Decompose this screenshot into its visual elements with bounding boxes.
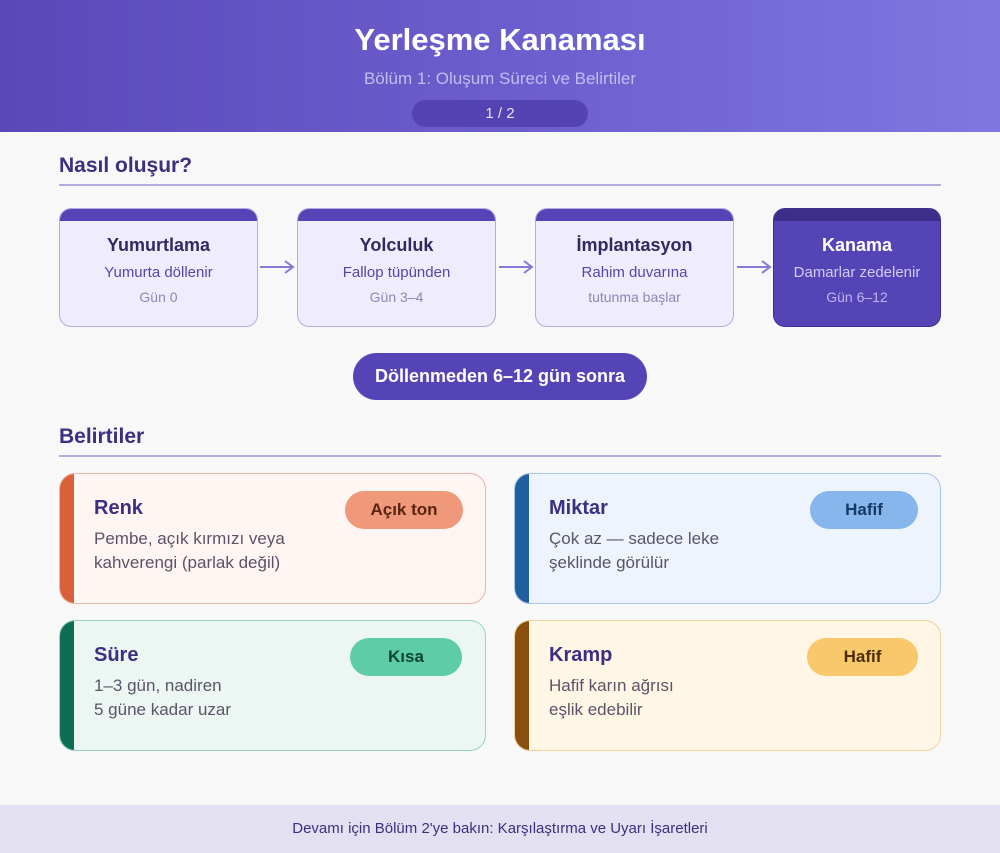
status-badge: Hafif xyxy=(810,491,918,529)
step-title: İmplantasyon xyxy=(576,235,693,255)
symptom-card-cramp: Kramp Hafif karın ağrısı eşlik edebilir … xyxy=(514,620,941,751)
timing-pill: Döllenmeden 6–12 gün sonra xyxy=(353,353,647,400)
symptoms-heading: Belirtiler xyxy=(59,425,145,448)
page-title: Yerleşme Kanaması xyxy=(354,22,646,57)
step-description: Damarlar zedelenir xyxy=(793,264,921,281)
card-accent-bar xyxy=(515,474,529,603)
arrow-right-icon xyxy=(499,260,534,274)
step-note: Gün 3–4 xyxy=(369,289,424,305)
card-title: Kramp xyxy=(549,644,613,666)
step-title: Kanama xyxy=(821,235,893,255)
step-implantation: İmplantasyon Rahim duvarına tutunma başl… xyxy=(535,208,734,327)
card-line: şeklinde görülür xyxy=(549,553,670,572)
symptoms-divider xyxy=(59,455,941,457)
card-description: Hafif karın ağrısı eşlik edebilir xyxy=(549,674,674,722)
card-line: eşlik edebilir xyxy=(549,700,643,719)
card-description: Pembe, açık kırmızı veya kahverengi (par… xyxy=(94,527,285,575)
card-line: Hafif karın ağrısı xyxy=(549,676,674,695)
card-accent-bar xyxy=(515,621,529,750)
header-banner: Yerleşme Kanaması Bölüm 1: Oluşum Süreci… xyxy=(0,0,1000,132)
process-divider xyxy=(59,184,941,186)
symptom-card-color: Renk Pembe, açık kırmızı veya kahverengi… xyxy=(59,473,486,604)
arrow-right-icon xyxy=(260,260,295,274)
page-subtitle: Bölüm 1: Oluşum Süreci ve Belirtiler xyxy=(363,69,637,88)
page-indicator: 1 / 2 xyxy=(412,100,588,127)
card-accent-bar xyxy=(60,474,74,603)
step-note: Gün 6–12 xyxy=(826,289,888,305)
card-title: Renk xyxy=(94,497,143,519)
symptom-card-amount: Miktar Çok az — sadece leke şeklinde gör… xyxy=(514,473,941,604)
arrow-right-icon xyxy=(737,260,772,274)
step-description: Yumurta döllenir xyxy=(104,264,213,281)
card-description: 1–3 gün, nadiren 5 güne kadar uzar xyxy=(94,674,231,722)
step-note: Gün 0 xyxy=(139,289,178,305)
step-cap xyxy=(774,209,940,221)
step-title: Yumurtlama xyxy=(106,235,211,255)
step-cap xyxy=(536,209,733,221)
symptom-card-duration: Süre 1–3 gün, nadiren 5 güne kadar uzar … xyxy=(59,620,486,751)
step-note: tutunma başlar xyxy=(588,289,681,305)
footer-note: Devamı için Bölüm 2'ye bakın: Karşılaştı… xyxy=(0,805,1000,853)
status-badge: Kısa xyxy=(350,638,462,676)
status-badge: Açık ton xyxy=(345,491,463,529)
card-title: Miktar xyxy=(549,497,608,519)
step-journey: Yolculuk Fallop tüpünden Gün 3–4 xyxy=(297,208,496,327)
step-cap xyxy=(298,209,495,221)
step-title: Yolculuk xyxy=(359,235,434,255)
card-line: kahverengi (parlak değil) xyxy=(94,553,281,572)
step-bleeding: Kanama Damarlar zedelenir Gün 6–12 xyxy=(773,208,941,327)
process-heading: Nasıl oluşur? xyxy=(59,154,193,177)
card-line: 5 güne kadar uzar xyxy=(94,700,232,719)
status-badge: Hafif xyxy=(807,638,918,676)
card-title: Süre xyxy=(94,644,139,666)
card-description: Çok az — sadece leke şeklinde görülür xyxy=(549,527,719,575)
card-line: Pembe, açık kırmızı veya xyxy=(94,529,285,548)
step-description: Fallop tüpünden xyxy=(342,264,451,281)
step-ovulation: Yumurtlama Yumurta döllenir Gün 0 xyxy=(59,208,258,327)
step-description: Rahim duvarına xyxy=(581,264,688,281)
card-line: 1–3 gün, nadiren xyxy=(94,676,222,695)
card-accent-bar xyxy=(60,621,74,750)
card-line: Çok az — sadece leke xyxy=(549,529,720,548)
step-cap xyxy=(60,209,257,221)
